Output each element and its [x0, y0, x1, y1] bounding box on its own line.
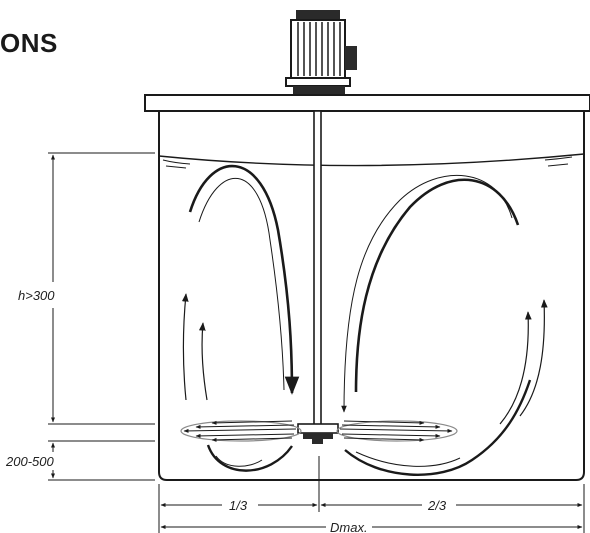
left-circulation-loop [181, 164, 300, 472]
motor-cap [296, 10, 340, 20]
motor [285, 10, 357, 96]
clearance-label: 200-500 [5, 454, 54, 469]
clearance-dimension [48, 440, 155, 481]
left-radial-arrows [183, 420, 297, 442]
width-dimensions [158, 456, 585, 533]
liquid-surface [158, 153, 585, 167]
tank-lid [144, 94, 590, 112]
right-fraction-label: 2/3 [427, 498, 447, 513]
motor-base [293, 86, 345, 96]
tank-wall [158, 111, 585, 481]
right-circulation-loop [341, 175, 548, 476]
impeller-hub [297, 423, 339, 444]
right-blade-sweep [336, 420, 458, 442]
page-title: ONS [0, 28, 58, 58]
left-blade-sweep [180, 420, 302, 442]
motor-flange [285, 77, 351, 87]
motor-fins [297, 22, 341, 76]
diameter-label: Dmax. [330, 520, 368, 533]
agitator-shaft [313, 110, 322, 430]
height-dimension [48, 152, 155, 425]
height-label: h>300 [18, 288, 55, 303]
terminal-box [345, 46, 357, 70]
left-fraction-label: 1/3 [229, 498, 248, 513]
motor-body [290, 19, 346, 79]
right-radial-arrows [339, 420, 453, 442]
